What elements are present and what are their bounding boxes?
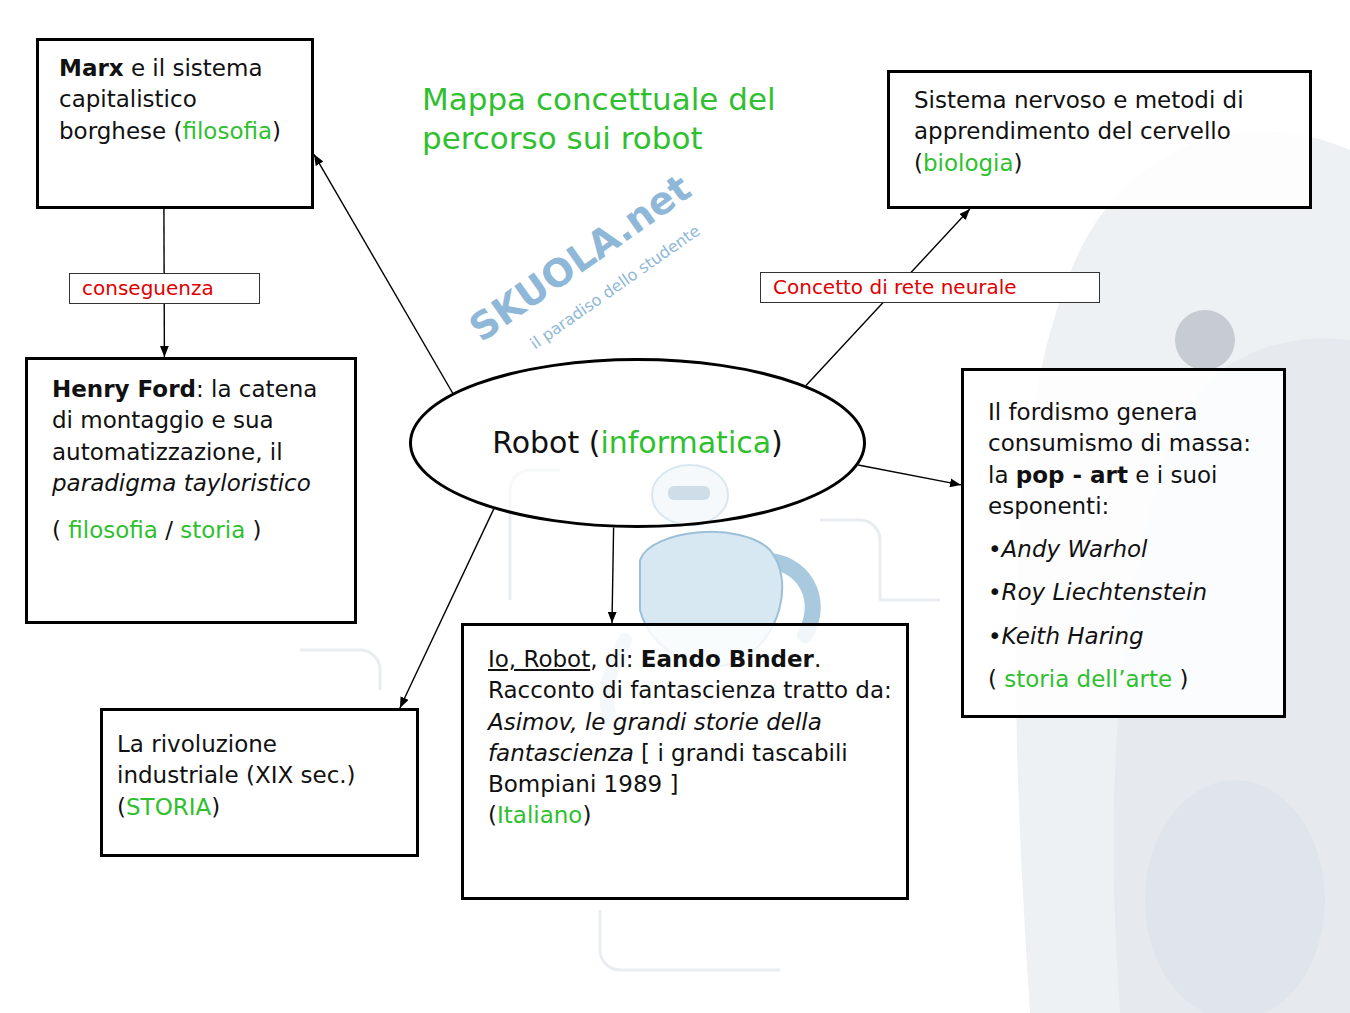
topic-ellipse: Robot (informatica) [409,358,866,528]
node-text: •Andy Warhol [988,534,1269,565]
text-run: STORIA [126,794,211,820]
text-run: Eando Binder [641,646,814,672]
topic-box: Sistema nervoso e metodi di apprendiment… [887,70,1312,209]
text-run: paradigma tayloristico [52,470,311,496]
text-run: Asimov, le grandi storie della fantascie… [488,709,822,766]
edge-label: conseguenza [69,273,260,304]
circuit-line [300,650,380,690]
circuit-line [600,910,780,970]
edge-label: Concetto di rete neurale [760,272,1100,303]
text-run: Io, Robot [488,646,590,672]
topic-box: Io, Robot, di: Eando Binder.Racconto di … [461,623,909,900]
text-run: Henry Ford [52,376,196,402]
connector-arrow [858,465,961,485]
node-text: •Roy Liechtenstein [988,577,1269,608]
node-text: ( filosofia / storia ) [52,515,340,546]
robot-shoulder [1145,780,1325,1013]
node-text: Racconto di fantascienza tratto da: Asim… [488,675,892,800]
robot-eye [1175,310,1235,370]
node-text: ( storia dell’arte ) [988,664,1269,695]
connector-arrow [612,528,614,624]
text-run: Marx [59,55,124,81]
text-run: pop - art [1016,462,1128,488]
text-run: filosofia [182,118,272,144]
topic-box: Marx e il sistema capitalistico borghese… [36,38,314,209]
node-text: Il fordismo genera consumismo di massa: … [988,397,1269,522]
node-text: Henry Ford: la catena di montaggio e sua… [52,374,340,499]
node-text: •Keith Haring [988,621,1269,652]
node-text: La rivoluzione industriale (XIX sec.) (S… [117,729,402,823]
text-run: biologia [923,150,1014,176]
topic-box: Il fordismo genera consumismo di massa: … [961,368,1286,718]
text-run: filosofia [68,517,158,543]
map-title: Mappa concettuale del percorso sui robot [422,80,862,158]
text-run: •Andy Warhol [988,536,1147,562]
topic-box: Henry Ford: la catena di montaggio e sua… [25,357,357,624]
text-run: •Roy Liechtenstein [988,579,1207,605]
text-run: Italiano [497,802,582,828]
text-run: •Keith Haring [988,623,1144,649]
node-text: Io, Robot, di: Eando Binder. [488,644,892,675]
topic-label: Robot (informatica) [492,423,783,464]
node-text: (Italiano) [488,800,892,831]
text-run: storia [180,517,245,543]
ellipse-shape [411,360,865,527]
node-text: Marx e il sistema capitalistico borghese… [59,53,299,147]
topic-box: La rivoluzione industriale (XIX sec.) (S… [100,708,419,857]
text-run: informatica [600,425,771,460]
text-run: storia dell’arte [1004,666,1172,692]
circuit-line [820,520,940,600]
node-text: Sistema nervoso e metodi di apprendiment… [914,85,1293,179]
